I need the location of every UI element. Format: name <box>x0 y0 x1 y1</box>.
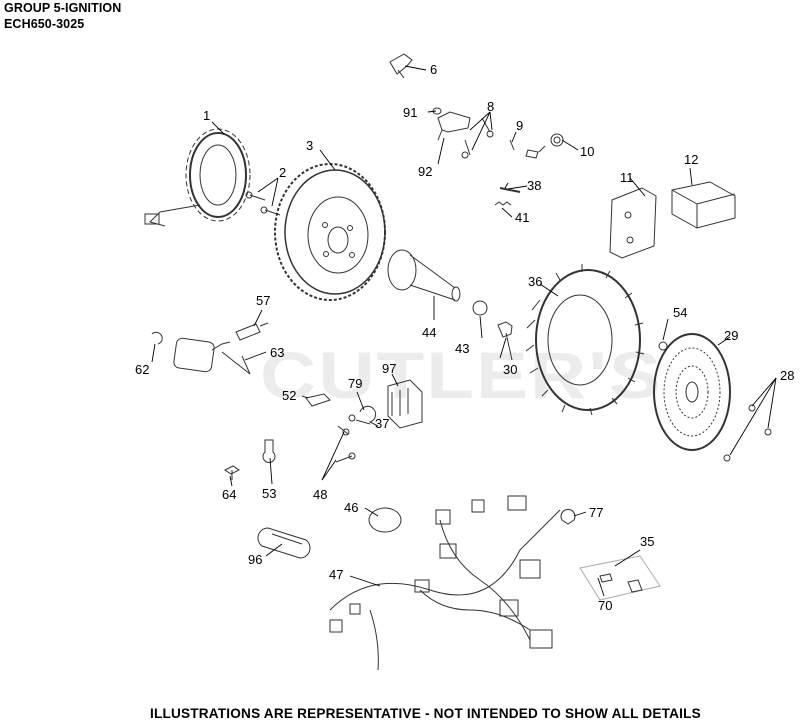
bracket-part <box>437 111 471 141</box>
nut-part <box>658 341 668 351</box>
callout-11: 11 <box>620 170 634 185</box>
screw-part <box>723 404 772 462</box>
fan-part <box>525 264 645 416</box>
callout-70: 70 <box>598 598 613 613</box>
clip-part <box>151 331 163 345</box>
bolt-part <box>224 465 240 480</box>
shaft-part <box>387 249 461 302</box>
callout-29: 29 <box>724 328 739 343</box>
callout-36: 36 <box>528 274 543 289</box>
hose-clamp-part <box>368 507 402 533</box>
spring-part <box>499 187 521 193</box>
parts-illustration <box>144 53 777 671</box>
callout-96: 96 <box>248 552 263 567</box>
clamp-part <box>305 393 331 407</box>
screw-part <box>245 191 281 216</box>
callout-44: 44 <box>422 325 437 340</box>
callout-35: 35 <box>640 534 655 549</box>
stator-part <box>144 128 251 227</box>
wire-clip-part <box>494 201 512 206</box>
bolt-part <box>497 321 513 361</box>
ignition-coil-part <box>173 337 251 375</box>
screw-part <box>461 117 494 159</box>
leader-lines <box>151 65 777 597</box>
callout-30: 30 <box>503 362 518 377</box>
callout-46: 46 <box>344 500 359 515</box>
callout-53: 53 <box>262 486 277 501</box>
spring-clip-part <box>359 405 379 427</box>
screen-part <box>653 333 731 451</box>
callout-48: 48 <box>313 487 328 502</box>
callout-8: 8 <box>487 99 495 114</box>
callout-6: 6 <box>430 62 438 77</box>
grommet-part <box>257 527 311 559</box>
callout-10: 10 <box>580 144 595 159</box>
flywheel-part <box>274 163 386 301</box>
rectifier-part <box>387 379 423 429</box>
callout-12: 12 <box>684 152 699 167</box>
callout-97: 97 <box>382 361 397 376</box>
diagram-title: GROUP 5-IGNITION <box>4 1 122 15</box>
wiring-harness-part <box>329 495 561 671</box>
callout-77: 77 <box>589 505 604 520</box>
kit-part <box>579 555 661 601</box>
callout-3: 3 <box>306 138 314 153</box>
callout-47: 47 <box>329 567 344 582</box>
washer-part <box>472 300 488 316</box>
model-number: ECH650-3025 <box>4 17 85 31</box>
bracket-part <box>262 439 276 463</box>
callout-57: 57 <box>256 293 271 308</box>
callout-62: 62 <box>135 362 150 377</box>
callout-43: 43 <box>455 341 470 356</box>
spark-plug-part <box>235 322 269 341</box>
watermark: CUTLER'S <box>260 337 663 413</box>
callout-2: 2 <box>279 165 287 180</box>
callout-37: 37 <box>375 416 390 431</box>
callout-64: 64 <box>222 487 237 502</box>
callout-28: 28 <box>780 368 795 383</box>
callout-63: 63 <box>270 345 285 360</box>
clip-part <box>538 133 564 153</box>
control-module-part <box>671 181 736 229</box>
clip-part <box>560 508 576 525</box>
pin-part <box>509 139 539 159</box>
callout-1: 1 <box>203 108 211 123</box>
callout-54: 54 <box>673 305 688 320</box>
callout-9: 9 <box>516 118 524 133</box>
callout-41: 41 <box>515 210 530 225</box>
callout-52: 52 <box>282 388 297 403</box>
disclaimer-footer: ILLUSTRATIONS ARE REPRESENTATIVE - NOT I… <box>150 706 701 721</box>
sensor-part <box>389 53 413 79</box>
callout-92: 92 <box>418 164 433 179</box>
callout-79: 79 <box>348 376 363 391</box>
callout-38: 38 <box>527 178 542 193</box>
screw-part <box>335 414 356 463</box>
callout-91: 91 <box>403 105 418 120</box>
mounting-bracket-part <box>609 187 657 259</box>
